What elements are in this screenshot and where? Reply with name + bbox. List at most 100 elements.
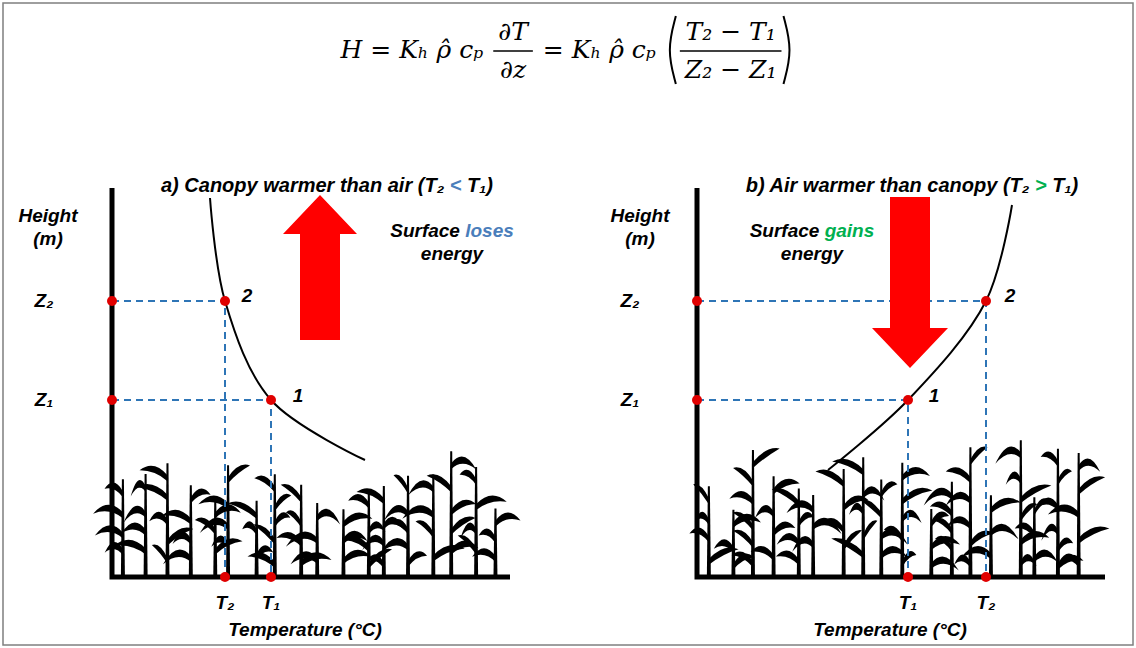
leaf — [947, 516, 970, 529]
label-word: b) — [746, 174, 765, 196]
label-text: Z₂ — [621, 290, 640, 313]
crop-plant — [1037, 449, 1084, 577]
leaf — [714, 539, 734, 553]
leaf — [198, 495, 228, 509]
crop-plant — [1048, 453, 1109, 577]
word-space — [444, 174, 450, 196]
leaf — [902, 551, 916, 567]
leaf — [753, 448, 780, 468]
axes — [112, 188, 1105, 577]
leaf — [348, 494, 369, 508]
leaf — [930, 502, 952, 517]
point — [107, 395, 117, 405]
leaf — [863, 520, 877, 540]
leaf — [1058, 553, 1078, 567]
leaf — [367, 554, 384, 568]
label-word: warmer — [263, 174, 334, 196]
crop-plant — [472, 508, 520, 577]
label-text: Height (m) — [605, 205, 675, 251]
leaf — [1079, 526, 1110, 543]
label-text: 1 — [929, 385, 940, 408]
flux-arrows — [283, 195, 948, 368]
label-text: Z₂ — [35, 290, 54, 313]
parenthesis — [670, 16, 676, 84]
leaf — [451, 457, 476, 470]
point — [266, 572, 276, 582]
crop-plant — [1015, 497, 1058, 577]
leaf — [991, 498, 1021, 513]
label-word: (T₂ — [1003, 174, 1030, 196]
word-space — [462, 174, 468, 196]
word-space — [460, 220, 465, 241]
leaf — [384, 505, 408, 521]
label-word: > — [1035, 174, 1047, 196]
leaf — [755, 505, 774, 518]
label-word: gains — [825, 220, 875, 241]
leaf — [776, 550, 799, 565]
label-word: canopy — [927, 174, 997, 196]
word-space — [412, 174, 418, 196]
temperature-profile — [210, 198, 365, 460]
formula-part: ∂z — [500, 55, 526, 85]
label-text: Surface loses energy — [377, 220, 527, 266]
leaf — [946, 467, 971, 483]
leaf — [242, 521, 256, 535]
label-text: a) Canopy warmer than air (T₂ < T₁) — [161, 173, 493, 197]
label-word: loses — [465, 220, 514, 241]
crop-plant — [751, 476, 800, 577]
leaf — [815, 470, 843, 487]
leaf — [1041, 452, 1058, 467]
word-space — [258, 174, 264, 196]
leaf — [1079, 476, 1105, 494]
label-word: a) — [161, 174, 179, 196]
word-space — [797, 174, 803, 196]
label-text: T₂ — [977, 592, 996, 615]
word-space — [1047, 174, 1053, 196]
point — [903, 572, 913, 582]
leaf — [140, 466, 168, 481]
leaf — [732, 551, 753, 567]
leaf — [902, 467, 930, 481]
label-word: T₁) — [467, 174, 493, 196]
leaf — [822, 518, 844, 533]
leaf — [317, 509, 340, 525]
leaf — [381, 538, 408, 553]
leaf — [1006, 472, 1021, 485]
leaf — [137, 484, 168, 501]
crop-plant — [162, 485, 211, 577]
label-text: Temperature (°C) — [228, 619, 382, 642]
label-text: 2 — [242, 285, 253, 308]
label-word: Surface — [390, 220, 460, 241]
crop-plant — [381, 475, 427, 577]
crop-plant — [831, 457, 884, 577]
upward-flux-arrow — [283, 195, 357, 340]
leaf — [427, 474, 452, 492]
stalk — [1019, 440, 1023, 577]
crop-plant — [276, 484, 331, 577]
crop-canopy — [93, 440, 1109, 577]
label-text: Z₁ — [35, 389, 53, 412]
label-word: energy — [781, 243, 843, 264]
formula-part: ∂T — [498, 17, 528, 47]
stalk — [1056, 449, 1060, 577]
leaf — [275, 494, 291, 511]
point — [981, 296, 991, 306]
crop-plant — [961, 495, 1020, 577]
word-space — [1029, 174, 1035, 196]
leaf — [228, 501, 257, 518]
leaf — [228, 465, 250, 484]
leaf — [881, 481, 897, 497]
leaf — [733, 530, 753, 548]
frame-border — [3, 3, 1133, 645]
leaf — [799, 512, 814, 527]
crop-plant — [924, 482, 954, 577]
leaf — [162, 510, 191, 525]
leaf — [394, 475, 408, 494]
label-text: T₁ — [262, 592, 280, 615]
point — [220, 572, 230, 582]
dashed-guides — [112, 301, 986, 577]
leaf — [131, 480, 146, 496]
crop-plant — [247, 474, 291, 577]
label-word: air — [388, 174, 412, 196]
leaf — [286, 510, 301, 527]
